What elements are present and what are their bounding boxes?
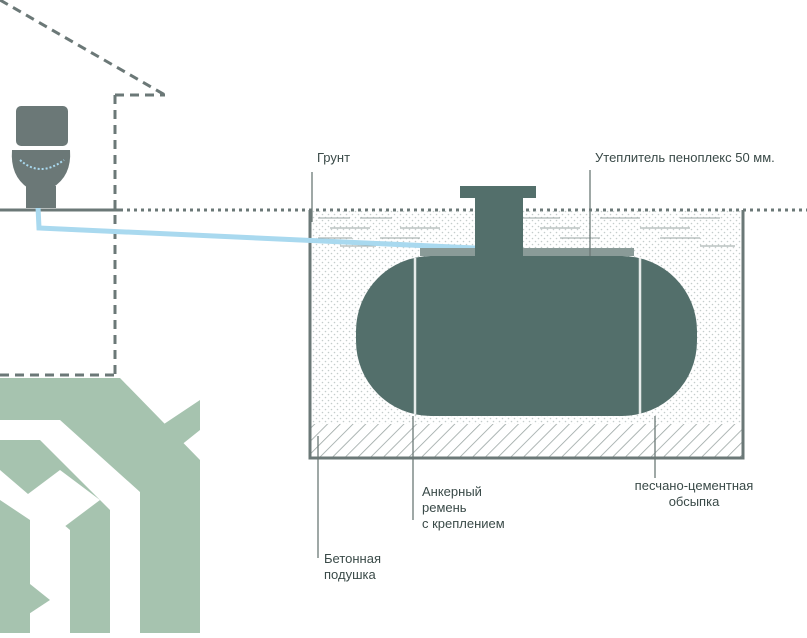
label-concrete-line1: Бетонная (324, 551, 381, 566)
label-ground: Грунт (317, 150, 351, 165)
leader-lines (311, 170, 656, 558)
decor-geometric-pattern (0, 378, 200, 633)
house-outline (0, 0, 166, 377)
label-backfill: песчано-цементная обсыпка (624, 478, 764, 510)
label-concrete-pad: Бетонная подушка (324, 551, 381, 583)
label-insulation: Утеплитель пеноплекс 50 мм. (595, 150, 775, 165)
label-concrete-line2: подушка (324, 567, 376, 582)
label-anchor-strap: Анкерный ремень с креплением (422, 484, 505, 532)
septic-tank (356, 186, 697, 416)
label-anchor-line3: с креплением (422, 516, 505, 531)
label-anchor-line2: ремень (422, 500, 467, 515)
insulation-board (420, 248, 634, 256)
label-backfill-line2: обсыпка (668, 494, 720, 509)
label-backfill-line1: песчано-цементная (634, 478, 754, 493)
toilet-icon (11, 106, 71, 208)
label-anchor-line1: Анкерный (422, 484, 482, 499)
